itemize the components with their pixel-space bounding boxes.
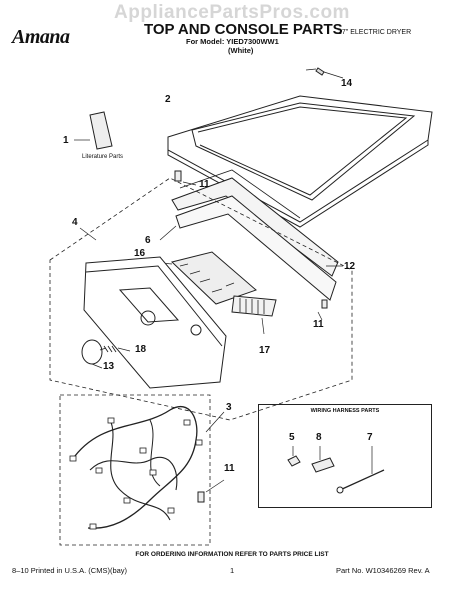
- literature-booklet: [89, 111, 113, 150]
- wire-harness: [71, 405, 198, 529]
- callout-14: 14: [341, 78, 353, 89]
- brand-logo: Amana: [12, 26, 70, 48]
- footer-part-number: Part No. W10346269 Rev. A: [336, 566, 430, 575]
- callout-11-right: 11: [313, 319, 324, 330]
- knob: [81, 339, 103, 365]
- console-frame: [171, 177, 339, 277]
- callout-11-top: 11: [199, 179, 210, 190]
- model-line: For Model: YIED7300WW1: [186, 37, 279, 46]
- product-subtitle: 27" ELECTRIC DRYER: [338, 29, 412, 36]
- screw-14: [315, 67, 325, 76]
- callout-8: 8: [316, 432, 322, 443]
- callout-7: 7: [367, 432, 373, 443]
- harness-bracket: [231, 295, 277, 317]
- harness-part-5: [287, 455, 301, 467]
- callout-12: 12: [344, 261, 356, 272]
- callout-13: 13: [103, 361, 115, 372]
- callout-1: 1: [63, 135, 69, 146]
- screw-11-right: [321, 299, 328, 309]
- watermark: AppliancePartsPros.com: [114, 2, 350, 23]
- screw-11-bottom: [197, 491, 205, 503]
- callout-4: 4: [72, 217, 78, 228]
- wiring-harness-title: WIRING HARNESS PARTS: [310, 408, 380, 414]
- callout-3: 3: [226, 402, 232, 413]
- footer-page-number: 1: [230, 566, 235, 575]
- harness-part-8: [311, 457, 335, 473]
- callout-2: 2: [165, 94, 171, 105]
- callout-17: 17: [259, 345, 271, 356]
- ordering-note: FOR ORDERING INFORMATION REFER TO PARTS …: [135, 551, 329, 558]
- literature-parts-label: Literature Parts: [82, 154, 124, 160]
- callout-6: 6: [145, 235, 151, 246]
- screw-11-top: [174, 170, 182, 182]
- control-board: [170, 251, 257, 305]
- wiring-harness-box: WIRING HARNESS PARTS: [258, 404, 432, 508]
- callout-18: 18: [135, 344, 147, 355]
- callout-5: 5: [289, 432, 295, 443]
- top-panel: [167, 95, 433, 223]
- page-title: TOP AND CONSOLE PARTS: [144, 21, 343, 38]
- harness-part-7: [339, 469, 385, 491]
- callout-16: 16: [134, 248, 146, 259]
- footer-printed: 8–10 Printed in U.S.A. (CMS)(bay): [12, 566, 128, 575]
- color-line: (White): [228, 46, 254, 55]
- callout-11-bottom: 11: [224, 463, 235, 474]
